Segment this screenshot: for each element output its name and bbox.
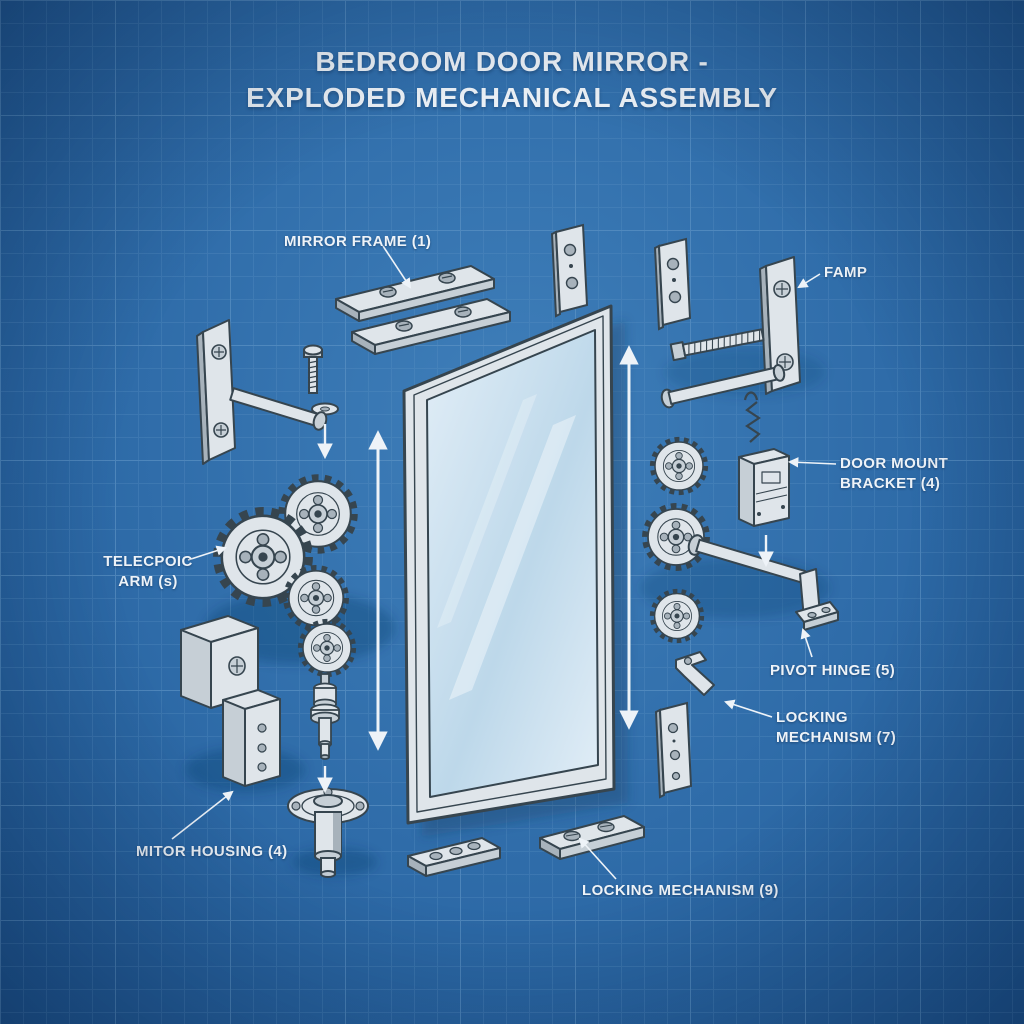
mirror-glass [426,329,599,798]
label-motor-housing: MITOR HOUSING (4) [136,843,288,860]
bottom-bar-left [407,837,501,877]
right-plate-top [653,237,692,331]
motor-housing-boxes [180,615,281,787]
mounting-screw [303,344,339,416]
wall-bracket-arm [196,319,328,465]
title-line-2: EXPLODED MECHANICAL ASSEMBLY [246,82,778,114]
bottom-bar-right [539,815,645,860]
spring-wires [743,391,761,443]
title-line-1: BEDROOM DOOR MIRROR - [315,46,709,77]
clamp-assembly [660,256,801,409]
leader-pivot-hinge [800,628,813,658]
label-mirror-frame: MIRROR FRAME (1) [284,233,432,250]
label-locking-mechanism-7: LOCKING MECHANISM (7) [776,709,897,746]
label-telescopic-arm: TELECPOIC ARM (s) [103,553,193,590]
label-locking-mechanism-9: LOCKING MECHANISM (9) [582,882,779,899]
leader-mirror-frame [382,245,412,289]
leader-telescopic-arm [187,545,227,561]
pivot-hinge-arm [687,534,839,631]
leader-famp [797,273,821,289]
flow-arrows [317,424,774,794]
mirror [402,304,616,825]
pivot-shaft [310,673,340,760]
dimension-arrows [368,345,639,751]
right-plate-bottom [654,701,693,799]
label-door-mount-bracket: DOOR MOUNT BRACKET (4) [840,455,949,492]
leader-lines [171,245,837,880]
latch-bracket [675,651,715,696]
solenoid-block [738,448,790,527]
leader-locking-9 [578,837,617,880]
mirror-frame-bars [335,265,511,355]
gear-icon [653,440,706,493]
leader-door-mount [787,457,837,468]
flange-mount [287,787,369,878]
diagram-title: BEDROOM DOOR MIRROR - EXPLODED MECHANICA… [0,44,1024,117]
leader-locking-7 [724,699,773,718]
leader-motor-housing [171,790,234,840]
label-famp: FAMP [824,264,868,281]
label-pivot-hinge: PIVOT HINGE (5) [770,662,896,679]
top-plate [550,223,589,318]
